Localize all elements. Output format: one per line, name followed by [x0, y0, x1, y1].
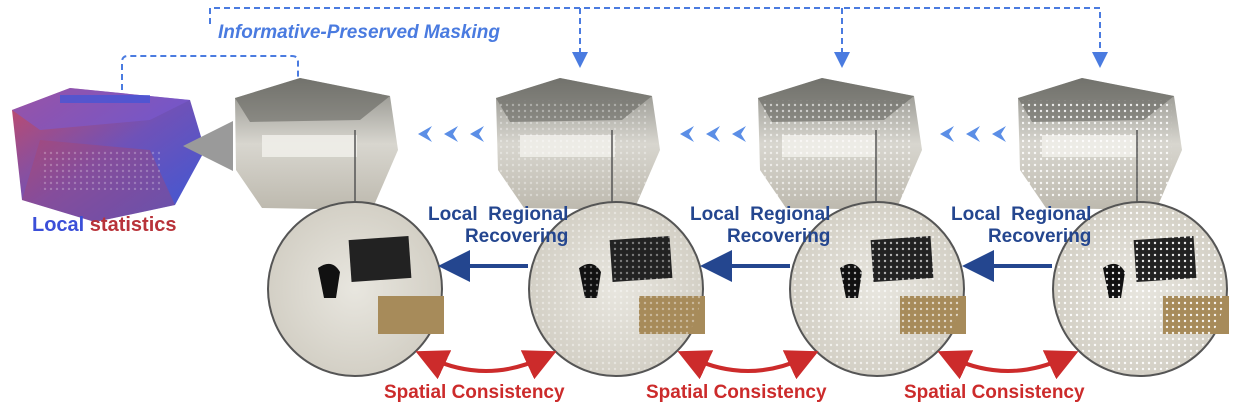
chevron-icon [940, 126, 954, 142]
recovering-line2: Recovering [987, 226, 1092, 247]
spatial-arrow-2 [677, 350, 819, 380]
spatial-arrows [415, 350, 1079, 380]
chevron-icon [966, 126, 980, 142]
recovering-line1: Local Regional [428, 204, 569, 225]
zoom-circle-2 [528, 201, 705, 377]
room-scan-3 [758, 78, 922, 210]
masking-top-line [209, 7, 1108, 68]
chevron-icon [732, 126, 746, 142]
chevron-icon [470, 126, 484, 142]
chevron-icon [444, 126, 458, 142]
recovering-label-1: Local Regional Recovering [428, 204, 568, 248]
chevron-icon [706, 126, 720, 142]
spatial-consistency-label-3: Spatial Consistency [904, 382, 1085, 403]
local-statistics-part1: Local [32, 214, 85, 236]
room-scan-4 [1018, 78, 1182, 210]
chevron-arrows [418, 126, 1006, 142]
recovering-label-2: Local Regional Recovering [690, 204, 830, 248]
spatial-consistency-label-2: Spatial Consistency [646, 382, 827, 403]
zoom-circle-3 [789, 201, 966, 377]
recovering-line2: Recovering [464, 226, 569, 247]
recovering-line2: Recovering [726, 226, 831, 247]
recovering-label-3: Local Regional Recovering [951, 204, 1091, 248]
local-statistics-pointcloud [12, 88, 205, 222]
local-statistics-part2: statistics [84, 214, 177, 236]
chevron-icon [418, 126, 432, 142]
local-statistics-label: Local statistics [32, 214, 177, 237]
chevron-icon [680, 126, 694, 142]
recovering-line1: Local Regional [690, 204, 831, 225]
room-scan-2 [496, 78, 660, 210]
spatial-arrow-3 [937, 350, 1079, 380]
masking-loop-left [121, 55, 299, 90]
zoom-pointers [354, 130, 1138, 212]
room-scan-1 [235, 78, 398, 210]
chevron-icon [992, 126, 1006, 142]
zoom-circle-1 [267, 201, 444, 377]
zoom-circle-4 [1052, 201, 1229, 377]
masking-label: Informative-Preserved Masking [218, 22, 500, 43]
spatial-consistency-label-1: Spatial Consistency [384, 382, 565, 403]
masking-connectors [121, 7, 1108, 90]
spatial-arrow-1 [415, 350, 557, 380]
recovering-line1: Local Regional [951, 204, 1092, 225]
